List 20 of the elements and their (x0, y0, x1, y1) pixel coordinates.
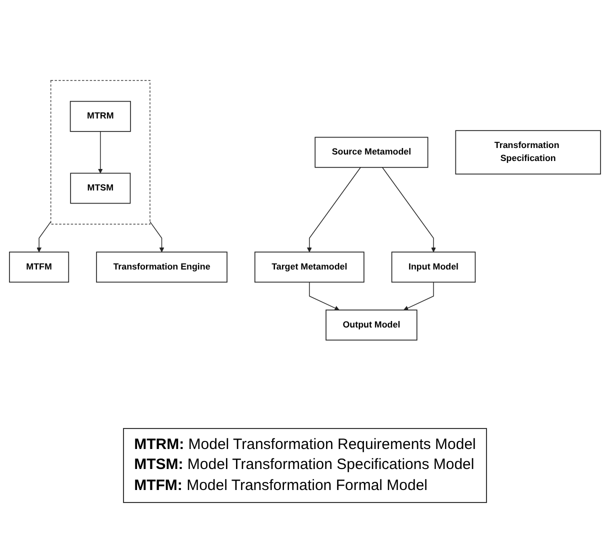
key-entry: MTRM: Model Transformation Requirements Model (134, 435, 476, 455)
arrow (309, 282, 340, 310)
node-box: MTFM (9, 251, 70, 282)
arrow (306, 166, 361, 252)
node-box: Target Metamodel (254, 251, 364, 282)
key-entry: MTFM: Model Transformation Formal Model (134, 476, 429, 496)
node-box: Output Model (326, 309, 418, 340)
node-box: Transformation Engine (96, 251, 228, 282)
key-entry: MTSM: Model Transformation Specifications Model (134, 455, 476, 476)
arrow (403, 282, 434, 310)
node-box: Input Model (391, 251, 476, 282)
arrow (98, 130, 103, 174)
arrow (150, 221, 164, 252)
node-box: Source Metamodel (314, 136, 428, 168)
arrow (36, 221, 52, 252)
node-box: Transformation Specification (455, 130, 601, 174)
node-box: MTRM (70, 100, 131, 132)
arrow (382, 166, 436, 252)
cluster (50, 80, 150, 224)
node-box: MTSM (70, 172, 131, 204)
